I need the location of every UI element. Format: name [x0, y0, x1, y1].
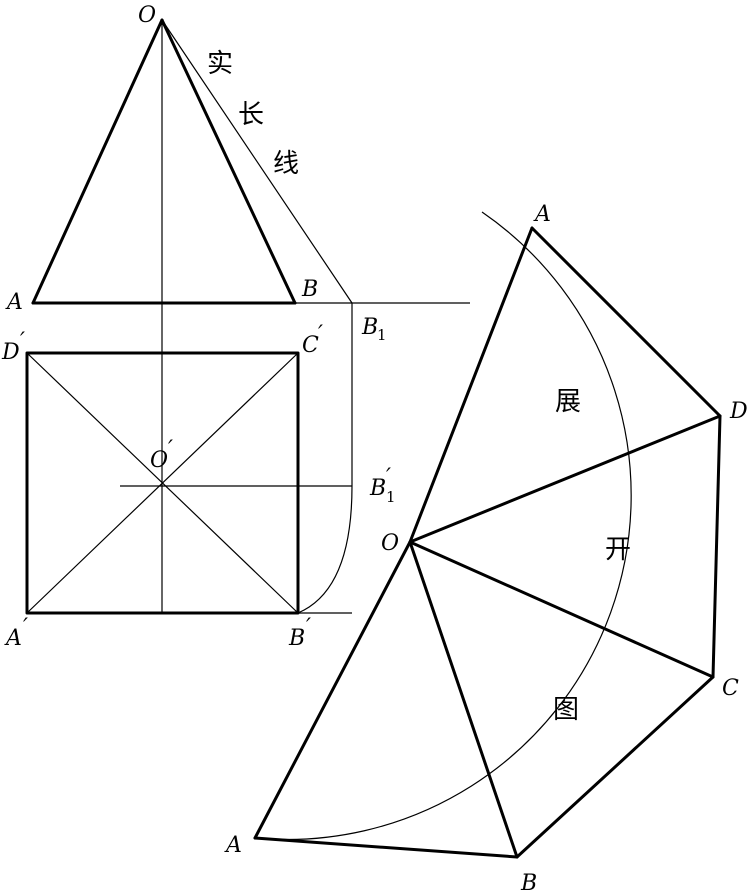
dev-label-c: C — [722, 676, 739, 701]
front-edge-ob — [160, 18, 297, 305]
dev-label-a-bottom: A — [224, 833, 242, 858]
front-right-label: B — [301, 277, 318, 302]
svg-text:O: O — [150, 448, 168, 473]
dev-caption-char-2: 开 — [605, 535, 631, 565]
svg-text:A: A — [4, 626, 22, 651]
svg-text:B: B — [369, 476, 386, 501]
dev-caption-char-1: 展 — [555, 387, 581, 417]
front-edge-oa — [31, 18, 164, 305]
svg-text:B: B — [288, 626, 305, 651]
top-view — [25, 303, 353, 615]
development-arc — [254, 211, 632, 841]
true-length-char-1: 实 — [207, 49, 233, 79]
b1-letter: B — [361, 315, 378, 340]
dev-chord-cb — [515, 675, 715, 859]
svg-text:′: ′ — [306, 615, 311, 640]
top-corner-br-label: B ′ — [288, 615, 311, 651]
svg-text:1: 1 — [386, 488, 396, 506]
top-center-label: O ′ — [150, 437, 173, 473]
top-corner-tr-label: C ′ — [302, 322, 323, 358]
dev-edge-oa-top — [408, 226, 534, 544]
svg-text:′: ′ — [318, 322, 323, 347]
dev-label-a-top: A — [533, 202, 551, 227]
svg-text:′: ′ — [168, 437, 173, 462]
rotated-point-label: B ′ 1 — [369, 465, 396, 506]
svg-text:′: ′ — [23, 615, 28, 640]
development — [253, 211, 722, 859]
dev-apex-label: O — [381, 531, 399, 556]
dev-chord-dc — [711, 414, 722, 679]
svg-text:′: ′ — [20, 329, 25, 354]
svg-text:C: C — [302, 333, 319, 358]
front-left-label: A — [5, 290, 23, 315]
dev-edge-oa-bottom — [253, 540, 412, 840]
svg-text:′: ′ — [386, 465, 391, 490]
dev-caption-char-3: 图 — [553, 695, 579, 725]
dev-label-b: B — [520, 871, 537, 893]
dev-chord-ad — [530, 226, 722, 418]
svg-text:D: D — [1, 340, 20, 365]
dev-edge-oc — [408, 540, 715, 679]
front-view — [31, 18, 470, 305]
dev-label-d: D — [729, 399, 748, 424]
true-length-point-label: B 1 — [361, 315, 387, 344]
dev-chord-ba — [253, 836, 519, 859]
true-length-char-3: 线 — [273, 149, 299, 179]
true-length-line — [161, 19, 353, 304]
dev-edge-od — [408, 414, 722, 544]
top-corner-bl-label: A ′ — [4, 615, 28, 651]
true-length-char-2: 长 — [238, 100, 264, 130]
front-apex-label: O — [138, 3, 156, 28]
b1-subscript: 1 — [377, 326, 387, 344]
top-corner-tl-label: D ′ — [1, 329, 25, 365]
dev-edge-ob — [408, 540, 519, 859]
rotation-arc — [297, 485, 353, 614]
